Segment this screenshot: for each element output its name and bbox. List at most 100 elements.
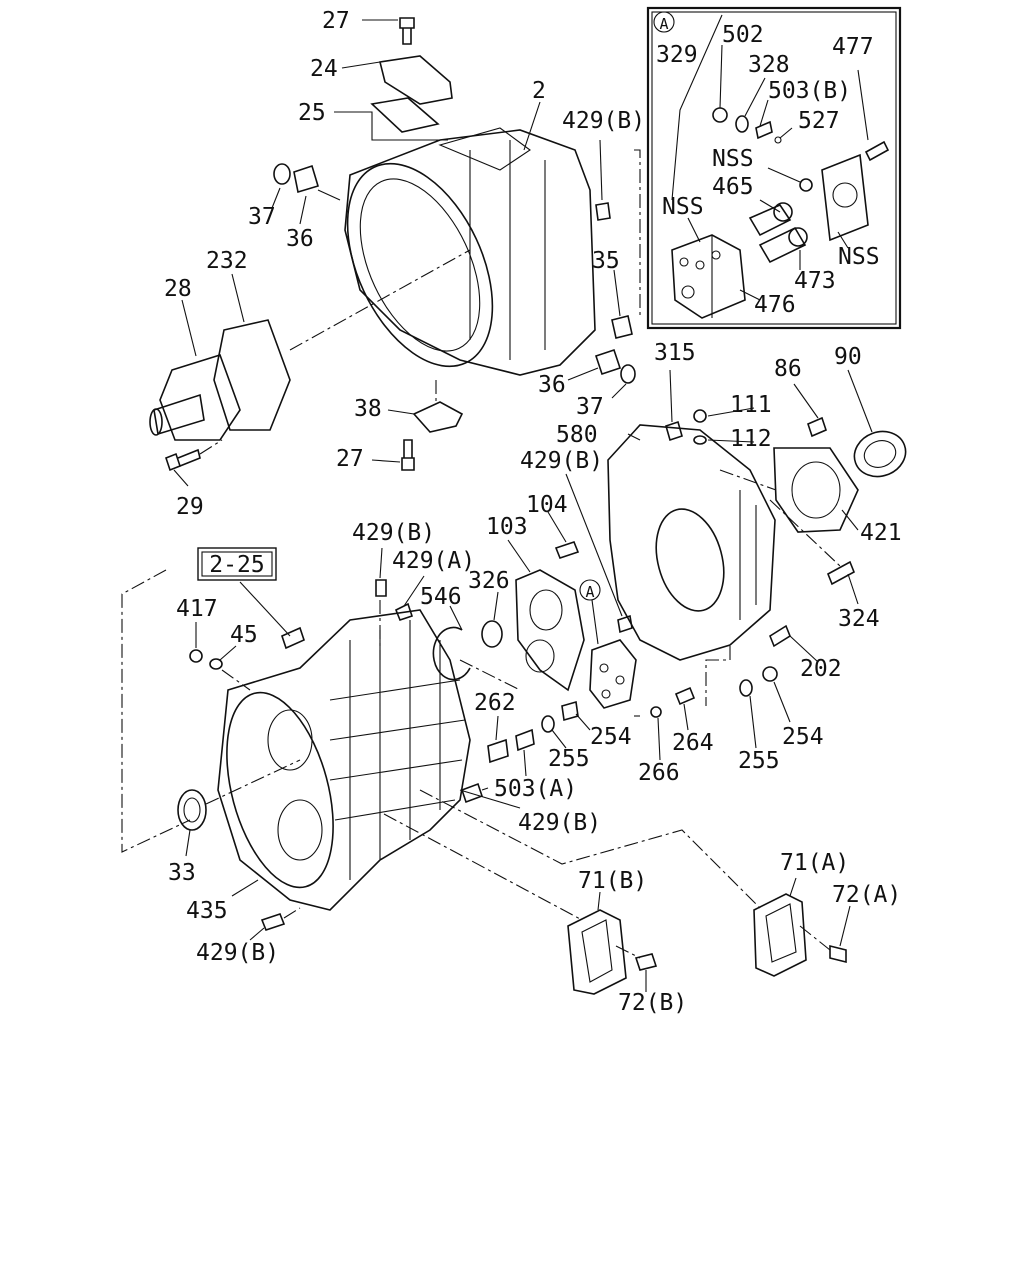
cover-71b-inner [581,919,613,983]
leader [523,749,527,777]
center-line [383,813,583,921]
label: 580 [556,422,598,448]
leader [841,509,859,531]
plug-417 [189,649,203,663]
dowel-429b-3 [375,579,387,597]
bolt-27-shank [402,28,412,45]
bolt-104 [554,541,580,559]
leader [707,439,755,443]
transmission-case-body [217,609,471,911]
housing-ribs [469,140,546,360]
seal-326 [481,620,503,648]
leader [847,573,859,605]
plug-503a-2 [460,782,484,804]
leader [789,635,819,663]
label: 315 [654,340,696,366]
ref-box-2-25 [197,547,277,581]
center-line [419,789,761,909]
label: 90 [834,344,862,370]
label: 255 [738,748,780,774]
leader [591,599,599,645]
case-bore-upper [267,709,313,771]
pump-port [681,285,695,299]
leader [779,127,793,139]
label: 37 [576,394,604,420]
case-ribs-vertical [349,620,441,880]
label: 266 [638,760,680,786]
label: 546 [420,584,462,610]
label: 477 [832,34,874,60]
leader [523,101,541,151]
leader [173,469,189,487]
label: 429(B) [518,810,601,836]
washer-nss [799,178,813,192]
label: 254 [590,724,632,750]
label: 328 [748,52,790,78]
bolt-72b [634,953,658,971]
label: 86 [774,356,802,382]
label: 112 [730,426,772,452]
label: 111 [730,392,772,418]
rear-case-bore [655,508,725,612]
label: 29 [176,494,204,520]
label: 72(A) [832,882,901,908]
pump-bolt-hole [615,675,625,685]
leader [719,44,723,109]
leader [683,703,689,731]
pump-bolt-hole [695,260,705,270]
housing-bell [346,162,494,368]
bolt-202 [769,624,791,648]
rear-case-body [607,424,776,661]
pump-cover [821,153,869,242]
leader [847,369,873,433]
label: NSS [838,244,880,270]
housing-bell-inner [359,178,481,352]
label: 476 [754,292,796,318]
leader [627,433,641,441]
leader [334,111,448,141]
inset-inner-frame [651,11,897,325]
leader [687,217,701,243]
label: 254 [782,724,824,750]
leader [231,879,259,897]
label: 72(B) [618,990,687,1016]
clutch-housing-body [344,129,596,376]
washer-112 [693,435,707,445]
label: 232 [206,248,248,274]
label: 326 [468,568,510,594]
bushing-36b [594,348,622,376]
leader [507,539,531,573]
bolt-27-head [399,17,415,29]
plug-254 [762,666,778,682]
center-line [199,439,223,455]
oil-seal-90-inner [863,440,897,468]
leader [239,581,291,637]
label: 435 [186,898,228,924]
label: 24 [310,56,338,82]
leader [744,77,766,117]
retainer-421-bore [791,461,841,519]
label: 324 [838,606,880,632]
oil-seal-90 [853,430,907,478]
cover-24 [379,55,453,105]
leader [317,189,341,201]
center-line [205,759,301,805]
label: 45 [230,622,258,648]
label: 27 [322,8,350,34]
pump-cover-bore [832,182,858,208]
leader [299,195,307,225]
snap-ring-546 [432,626,471,681]
label: 429(B) [562,108,645,134]
pump-bolt-hole [711,250,721,260]
bolt-264 [674,686,696,706]
label: 202 [800,656,842,682]
label: 429(B) [352,520,435,546]
label: 33 [168,860,196,886]
leader [379,547,383,579]
center-line [705,646,731,706]
label: 27 [336,446,364,472]
bolt-27b-shank [403,439,413,458]
label: 429(B) [196,940,279,966]
pump-bolt-hole [679,257,689,267]
